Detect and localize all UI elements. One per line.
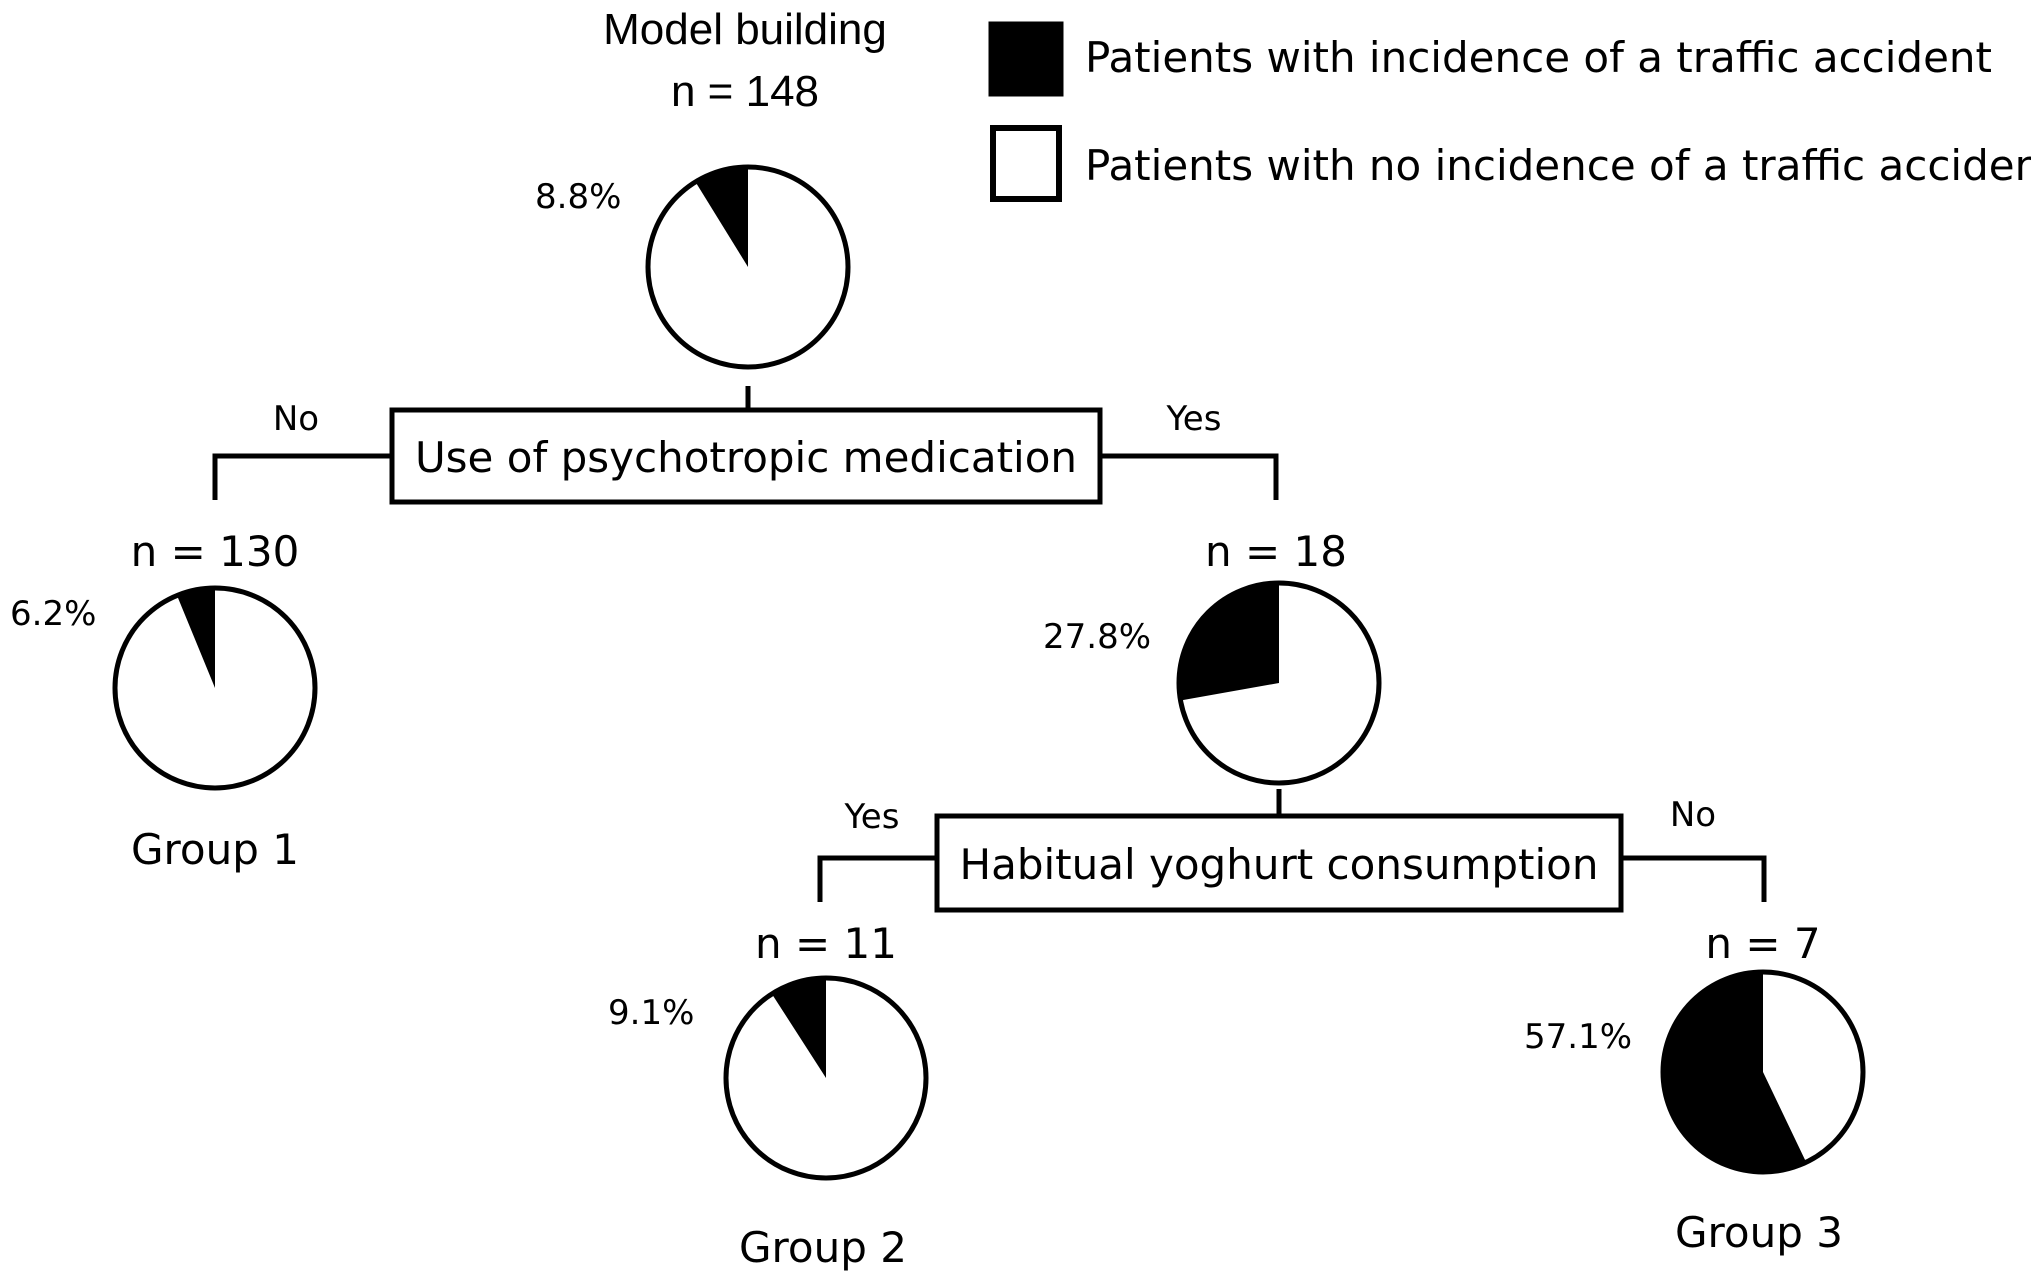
root-pie [645, 164, 851, 370]
node-2-pie-slice [1180, 585, 1279, 701]
split-1-connectors [212, 386, 1279, 500]
legend-swatch-accident [988, 21, 1064, 97]
split-1-left-label: No [273, 399, 319, 439]
split-2-connectors [817, 789, 1767, 902]
legend-swatch-no-accident [990, 125, 1062, 202]
root-pct-label: 8.8% [535, 177, 621, 217]
node-3-n-label: n = 11 [755, 919, 897, 968]
node-4-pie [1660, 969, 1866, 1175]
node-group-2: n = 11 9.1% Group 2 [608, 919, 929, 1272]
split-2-left-label: Yes [844, 797, 900, 837]
node-group-1: n = 130 6.2% Group 1 [10, 527, 318, 874]
node-1-pct-label: 6.2% [10, 594, 96, 634]
split-2-right-label: No [1670, 795, 1716, 835]
node-4-pct-label: 57.1% [1524, 1017, 1632, 1057]
node-3-pie-slice [772, 980, 826, 1078]
node-3-pie [723, 975, 929, 1181]
root-n-label: n = 148 [671, 67, 819, 116]
root-pie-slice [696, 169, 748, 267]
root-node: Model building n = 148 8.8% [535, 5, 887, 370]
node-2-n-label: n = 18 [1205, 527, 1347, 576]
split-1-box [389, 407, 1103, 505]
node-2-pct-label: 27.8% [1043, 617, 1151, 657]
node-4-n-label: n = 7 [1705, 919, 1820, 968]
node-intermediate: n = 18 27.8% [1043, 527, 1382, 786]
root-title: Model building [603, 5, 887, 54]
legend: Patients with incidence of a traffic acc… [988, 21, 2031, 202]
node-1-group-label: Group 1 [131, 825, 299, 874]
legend-label-accident: Patients with incidence of a traffic acc… [1085, 33, 1992, 82]
split-2-box [934, 813, 1624, 913]
node-4-group-label: Group 3 [1675, 1208, 1843, 1257]
node-1-pie-slice [177, 590, 215, 688]
node-3-group-label: Group 2 [739, 1223, 907, 1272]
node-3-pct-label: 9.1% [608, 993, 694, 1033]
node-2-pie [1176, 580, 1382, 786]
legend-label-no-accident: Patients with no incidence of a traffic … [1085, 141, 2031, 190]
node-group-3: n = 7 57.1% Group 3 [1524, 919, 1866, 1257]
node-4-pie-slice [1664, 974, 1806, 1170]
node-1-n-label: n = 130 [131, 527, 300, 576]
node-1-pie [112, 585, 318, 791]
split-2-label: Habitual yoghurt consumption [960, 840, 1599, 889]
split-1-right-label: Yes [1166, 399, 1222, 439]
split-1-label: Use of psychotropic medication [415, 433, 1077, 482]
